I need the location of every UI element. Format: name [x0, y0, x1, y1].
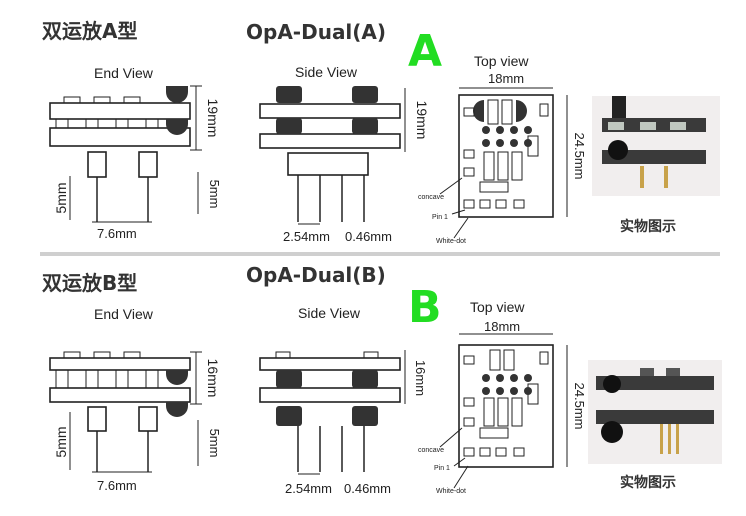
side-view-pin-diameter: 0.46mm	[344, 481, 391, 496]
panel-a: 双运放A型 OpA-Dual(A) A End View 7.6mm 5mm	[42, 19, 720, 245]
top-view-white-dot: White-dot	[436, 488, 466, 495]
transistor-icon	[352, 86, 378, 103]
panel-b-photo: 实物图示	[588, 360, 722, 491]
panel-b-top-view: Top view 18mm 24.5mm concave Pin 1 White…	[418, 299, 587, 495]
end-view-top-board	[49, 357, 191, 371]
transistor-icon	[166, 370, 188, 385]
end-view-height: 19mm	[205, 99, 221, 138]
panel-divider	[40, 252, 720, 256]
side-view-bottom-board	[259, 133, 401, 149]
side-view-pitch: 2.54mm	[285, 481, 332, 496]
end-view-label: End View	[94, 306, 154, 322]
top-view-board	[458, 94, 554, 218]
top-view-width: 18mm	[488, 71, 524, 86]
end-view-pin-socket	[87, 151, 107, 178]
top-view-label: Top view	[470, 299, 525, 315]
panel-b-photo-caption: 实物图示	[620, 474, 676, 491]
side-view-height: 16mm	[413, 360, 428, 396]
end-view-height: 16mm	[205, 359, 221, 398]
panel-a-photo: 实物图示	[592, 96, 720, 235]
panel-a-title: 双运放A型	[42, 19, 137, 43]
side-view-pitch: 2.54mm	[283, 229, 330, 244]
end-view-pin-socket	[138, 151, 158, 178]
transistor-icon	[516, 100, 527, 122]
end-view-pin-length: 5mm	[53, 426, 69, 457]
panel-b-title: 双运放B型	[42, 271, 137, 295]
panel-a-photo-caption: 实物图示	[620, 218, 676, 235]
end-view-pin-socket	[138, 406, 158, 432]
panel-a-subtitle: OpA-Dual(A)	[246, 20, 386, 44]
side-view-top-board	[259, 103, 401, 119]
end-view-top-board	[49, 102, 191, 120]
panel-b-end-view: End View 7.6mm 5mm 16mm 5mm	[49, 306, 222, 493]
end-view-short-dim: 5mm	[207, 429, 222, 458]
top-view-board	[458, 344, 554, 468]
panel-b-side-view: Side View 2.54mm 0.46mm 16mm	[259, 305, 428, 496]
end-view-pin-socket	[87, 406, 107, 432]
panel-a-letter: A	[408, 26, 442, 77]
side-view-bottom-board	[259, 387, 401, 403]
panel-b-subtitle: OpA-Dual(B)	[246, 263, 386, 287]
panel-a-side-view: Side View 2.54mm 0.46mm 19mm	[259, 64, 430, 244]
panel-b-letter: B	[408, 282, 442, 333]
side-view-socket	[287, 152, 369, 176]
transistor-icon	[166, 119, 188, 135]
top-view-pin1: Pin 1	[434, 465, 450, 472]
panel-a-top-view: Top view 18mm 24.5mm concave Pin 1	[418, 53, 587, 245]
top-view-label: Top view	[474, 53, 529, 69]
transistor-icon	[166, 86, 188, 103]
panel-a-end-view: End View 7.6mm 5mm 19mm	[49, 65, 222, 241]
transistor-icon	[276, 86, 302, 103]
side-view-label: Side View	[295, 64, 358, 80]
end-view-pitch: 7.6mm	[97, 226, 137, 241]
panel-b: 双运放B型 OpA-Dual(B) B End View 7.6mm 5mm	[42, 263, 722, 496]
end-view-pin-length: 5mm	[53, 182, 69, 213]
transistor-icon	[276, 406, 302, 426]
transistor-icon	[352, 370, 378, 388]
top-view-height: 24.5mm	[572, 383, 587, 430]
transistor-icon	[473, 100, 484, 122]
transistor-icon	[352, 118, 378, 134]
transistor-icon	[276, 370, 302, 388]
transistor-icon	[166, 402, 188, 417]
end-view-pitch: 7.6mm	[97, 478, 137, 493]
top-view-pin1: Pin 1	[432, 214, 448, 221]
top-view-white-dot: White-dot	[436, 238, 466, 245]
side-view-label: Side View	[298, 305, 361, 321]
top-view-height: 24.5mm	[572, 133, 587, 180]
end-view-bottom-board	[49, 387, 191, 403]
side-view-pin-diameter: 0.46mm	[345, 229, 392, 244]
side-view-top-board	[259, 357, 401, 371]
end-view-label: End View	[94, 65, 154, 81]
end-view-components	[55, 96, 159, 129]
top-view-concave: concave	[418, 194, 444, 201]
transistor-icon	[276, 118, 302, 134]
transistor-icon	[352, 406, 378, 426]
top-view-concave: concave	[418, 447, 444, 454]
top-view-width: 18mm	[484, 319, 520, 334]
side-view-height: 19mm	[414, 101, 430, 140]
end-view-short-dim: 5mm	[207, 180, 222, 209]
